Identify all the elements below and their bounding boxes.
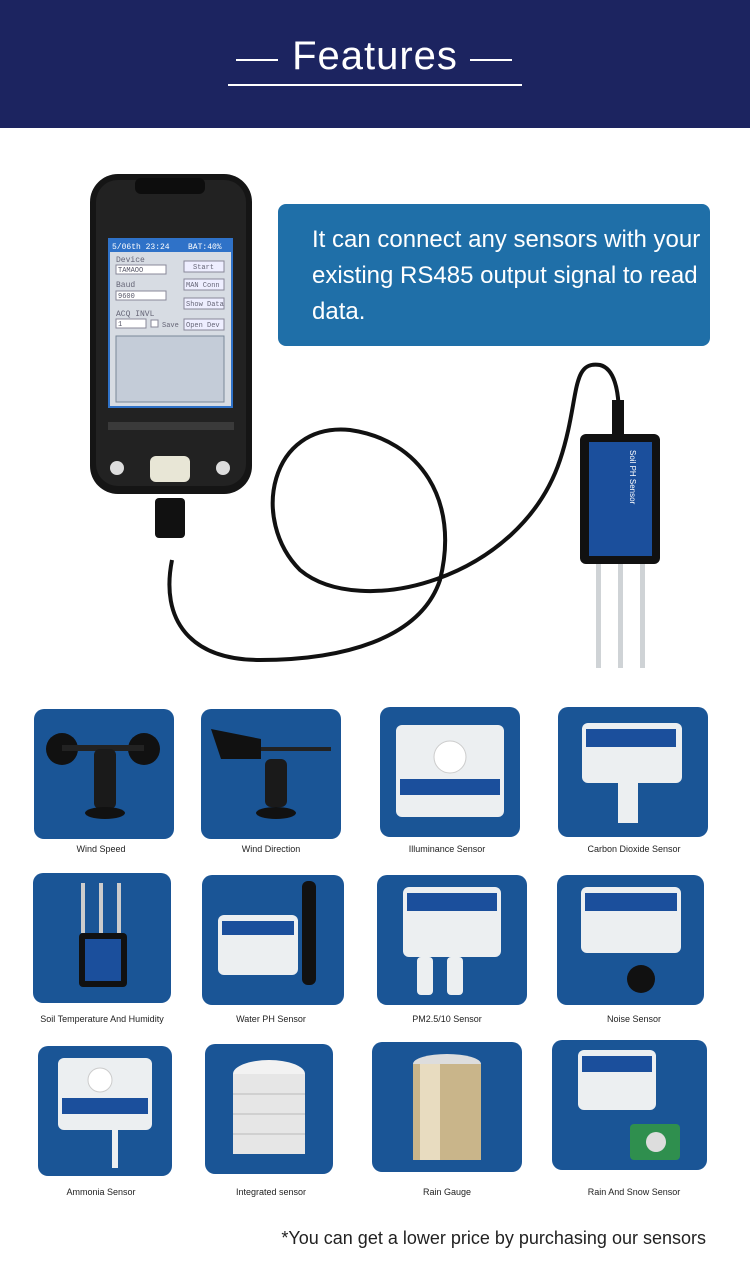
sensor-label: Noise Sensor: [606, 1014, 662, 1024]
callout-box: It can connect any sensors with your exi…: [278, 204, 710, 346]
sensor-label: Wind Speed: [76, 844, 126, 854]
co2-icon: [582, 723, 682, 823]
sensor-card: [34, 709, 174, 839]
title-right-rule: [470, 59, 512, 61]
noise-icon: [581, 887, 681, 993]
sensor-label: Wind Direction: [241, 844, 301, 854]
open-dev-button: Open Dev: [186, 322, 220, 330]
wind-speed-icon: [46, 733, 160, 819]
sensor-label: Integrated sensor: [235, 1187, 307, 1197]
illuminance-icon: [396, 725, 504, 817]
status-battery: BAT:40%: [188, 243, 222, 252]
start-button: Start: [193, 264, 214, 272]
baud-label: Baud: [116, 281, 135, 290]
show-data-button: Show Data: [186, 301, 224, 309]
integrated-icon: [233, 1060, 305, 1154]
sensor-label: Carbon Dioxide Sensor: [587, 844, 681, 854]
sensor-card: [33, 873, 171, 1003]
water-ph-icon: [218, 881, 316, 985]
title-underline: [228, 84, 522, 86]
device-value: TAMAOO: [118, 267, 143, 275]
cable: [167, 362, 621, 663]
header-banner: Features: [0, 0, 750, 128]
wind-direction-icon: [211, 729, 331, 819]
man-conn-button: MAN Conn: [186, 282, 220, 290]
sensor-card: [372, 1042, 522, 1172]
sensor-card: [38, 1046, 172, 1176]
sensor-label: Rain And Snow Sensor: [587, 1187, 681, 1197]
sensor-card: [201, 709, 341, 839]
footnote: *You can get a lower price by purchasing…: [281, 1228, 706, 1248]
sensor-label: Ammonia Sensor: [66, 1187, 136, 1197]
sensor-label: Water PH Sensor: [236, 1014, 306, 1024]
page-title: Features: [292, 34, 458, 78]
soil-ph-probe-icon: [580, 400, 660, 668]
sensor-card: [205, 1044, 333, 1174]
handheld-reader-icon: [90, 174, 252, 538]
sensor-card: [202, 875, 344, 1005]
sensor-card: [552, 1040, 707, 1170]
soil-icon: [79, 883, 127, 987]
hero-illustration: 5/06th 23:24 BAT:40% Device TAMAOO Baud …: [90, 174, 660, 668]
sensor-label: Illuminance Sensor: [408, 844, 486, 854]
probe-title: Soil PH Sensor: [628, 450, 637, 505]
sensor-card: [558, 707, 708, 837]
callout-text: It can connect any sensors with your exi…: [312, 226, 701, 325]
sensor-card: [380, 707, 520, 837]
title-left-rule: [236, 59, 278, 61]
acq-value: 1: [118, 321, 122, 329]
sensor-label: PM2.5/10 Sensor: [412, 1014, 482, 1024]
device-label: Device: [116, 256, 145, 265]
pm-icon: [403, 887, 501, 995]
ammonia-icon: [58, 1058, 152, 1168]
rain-gauge-icon: [413, 1054, 481, 1160]
sensor-label: Soil Temperature And Humidity: [40, 1014, 164, 1024]
baud-value: 9600: [118, 293, 135, 301]
sensor-card: [377, 875, 527, 1005]
rain-snow-icon: [578, 1050, 680, 1160]
sensor-label: Rain Gauge: [422, 1187, 472, 1197]
acq-label: ACQ INVL: [116, 310, 155, 319]
save-label: Save: [162, 322, 179, 330]
status-time: 5/06th 23:24: [112, 243, 170, 252]
sensor-card: [557, 875, 704, 1005]
